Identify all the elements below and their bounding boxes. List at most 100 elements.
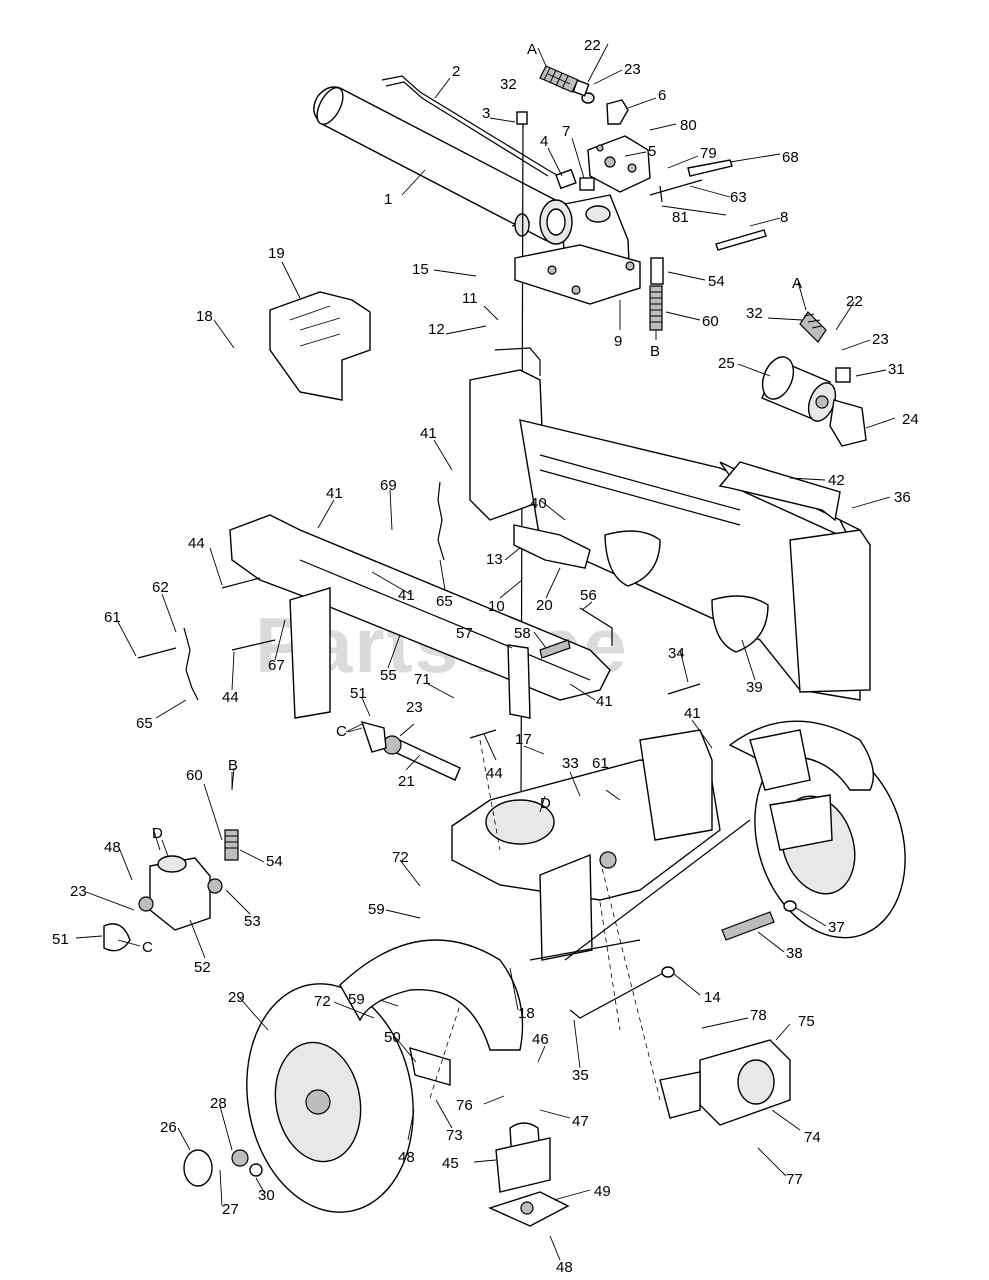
callout-17: 17: [515, 731, 532, 748]
callout-69: 69: [380, 477, 397, 494]
callout-45: 45: [442, 1155, 459, 1172]
callout-letter-b-top: B: [650, 343, 660, 360]
callout-75: 75: [798, 1013, 815, 1030]
callout-labels: 1 2 3 4 5 6 7 8 9 10 11 12 13 14 15 17 1…: [52, 37, 919, 1276]
callout-58: 58: [514, 625, 531, 642]
bolt-34: [667, 683, 701, 695]
bracket-19: [269, 291, 371, 401]
callout-78: 78: [750, 1007, 767, 1024]
callout-8: 8: [780, 209, 788, 226]
hose-21: [360, 720, 461, 781]
callout-35: 35: [572, 1067, 589, 1084]
hydraulic-tube: [381, 75, 563, 179]
handle-35: [569, 971, 666, 1019]
callout-41-a: 41: [420, 425, 437, 442]
callout-24: 24: [902, 411, 919, 428]
callout-15: 15: [412, 261, 429, 278]
callout-letter-a-top: A: [527, 41, 537, 58]
pin-8: [715, 229, 767, 251]
bolt-61-left: [137, 647, 177, 659]
chain-upper: [437, 481, 445, 561]
callout-19: 19: [268, 245, 285, 262]
callout-23-right: 23: [872, 331, 889, 348]
callout-7: 7: [562, 123, 570, 140]
hose-top: [539, 65, 590, 97]
callout-54-left: 54: [266, 853, 283, 870]
callout-55: 55: [380, 667, 397, 684]
callout-54-top: 54: [708, 273, 725, 290]
callout-79: 79: [700, 145, 717, 162]
callout-28: 28: [210, 1095, 227, 1112]
wedge-plate-right: [711, 595, 769, 653]
callout-68: 68: [782, 149, 799, 166]
right-wheel-assembly: [728, 720, 906, 939]
cylinder-mount-block: [514, 194, 641, 305]
callout-65-upper: 65: [436, 593, 453, 610]
callout-29: 29: [228, 989, 245, 1006]
callout-63: 63: [730, 189, 747, 206]
bolt-44-lower: [231, 639, 276, 651]
callout-52: 52: [194, 959, 211, 976]
callout-51-left: 51: [52, 931, 69, 948]
callout-41-b: 41: [326, 485, 343, 502]
callout-25: 25: [718, 355, 735, 372]
callout-46: 46: [532, 1031, 549, 1048]
callout-49: 49: [594, 1183, 611, 1200]
callout-31: 31: [888, 361, 905, 378]
callout-letter-c-left: C: [142, 939, 153, 956]
callout-letter-c-top: C: [336, 723, 347, 740]
callout-5: 5: [648, 143, 656, 160]
callout-37: 37: [828, 919, 845, 936]
callout-40: 40: [530, 495, 547, 512]
callout-61-right: 61: [592, 755, 609, 772]
hydraulic-filter: [761, 311, 867, 447]
callout-77: 77: [786, 1171, 803, 1188]
chain-lower: [183, 627, 199, 701]
callout-48-mid: 48: [398, 1149, 415, 1166]
callout-21: 21: [398, 773, 415, 790]
leader-lines: [75, 43, 896, 1261]
axle-frame: [451, 729, 751, 961]
spring-38: [721, 911, 775, 941]
hydraulic-pump: [103, 829, 239, 952]
callout-48-left: 48: [104, 839, 121, 856]
callout-26: 26: [160, 1119, 177, 1136]
callout-34: 34: [668, 645, 685, 662]
callout-41-d: 41: [596, 693, 613, 710]
bracket-57: [507, 644, 531, 719]
callout-44-a: 44: [188, 535, 205, 552]
callout-36: 36: [894, 489, 911, 506]
callout-letter-a-right: A: [792, 275, 802, 292]
callout-56: 56: [580, 587, 597, 604]
left-wheel-assembly: [183, 939, 524, 1213]
callout-57: 57: [456, 625, 473, 642]
jack-stand: [488, 1122, 570, 1227]
callout-59-lower: 59: [348, 991, 365, 1008]
engine-mount-bracket: [659, 1039, 791, 1126]
callout-74: 74: [804, 1129, 821, 1146]
callout-10: 10: [488, 598, 505, 615]
handle-grip: [687, 159, 733, 177]
callout-23-top: 23: [624, 61, 641, 78]
callout-6: 6: [658, 87, 666, 104]
callout-23-mid: 23: [406, 699, 423, 716]
callout-30: 30: [258, 1187, 275, 1204]
callout-61-left: 61: [104, 609, 121, 626]
callout-59-upper: 59: [368, 901, 385, 918]
callout-18-top: 18: [196, 308, 213, 325]
callout-73: 73: [446, 1127, 463, 1144]
callout-62: 62: [152, 579, 169, 596]
stripper-bracket: [513, 524, 591, 569]
callout-13: 13: [486, 551, 503, 568]
callout-2: 2: [452, 63, 460, 80]
callout-32-top: 32: [500, 76, 517, 93]
callout-20: 20: [536, 597, 553, 614]
callout-22-right: 22: [846, 293, 863, 310]
control-valve: [555, 92, 651, 193]
part-drawings: [103, 65, 906, 1227]
bolt-44-mid: [469, 729, 497, 739]
callout-71: 71: [414, 671, 431, 688]
callout-76: 76: [456, 1097, 473, 1114]
valve-handle-link: [649, 179, 703, 196]
